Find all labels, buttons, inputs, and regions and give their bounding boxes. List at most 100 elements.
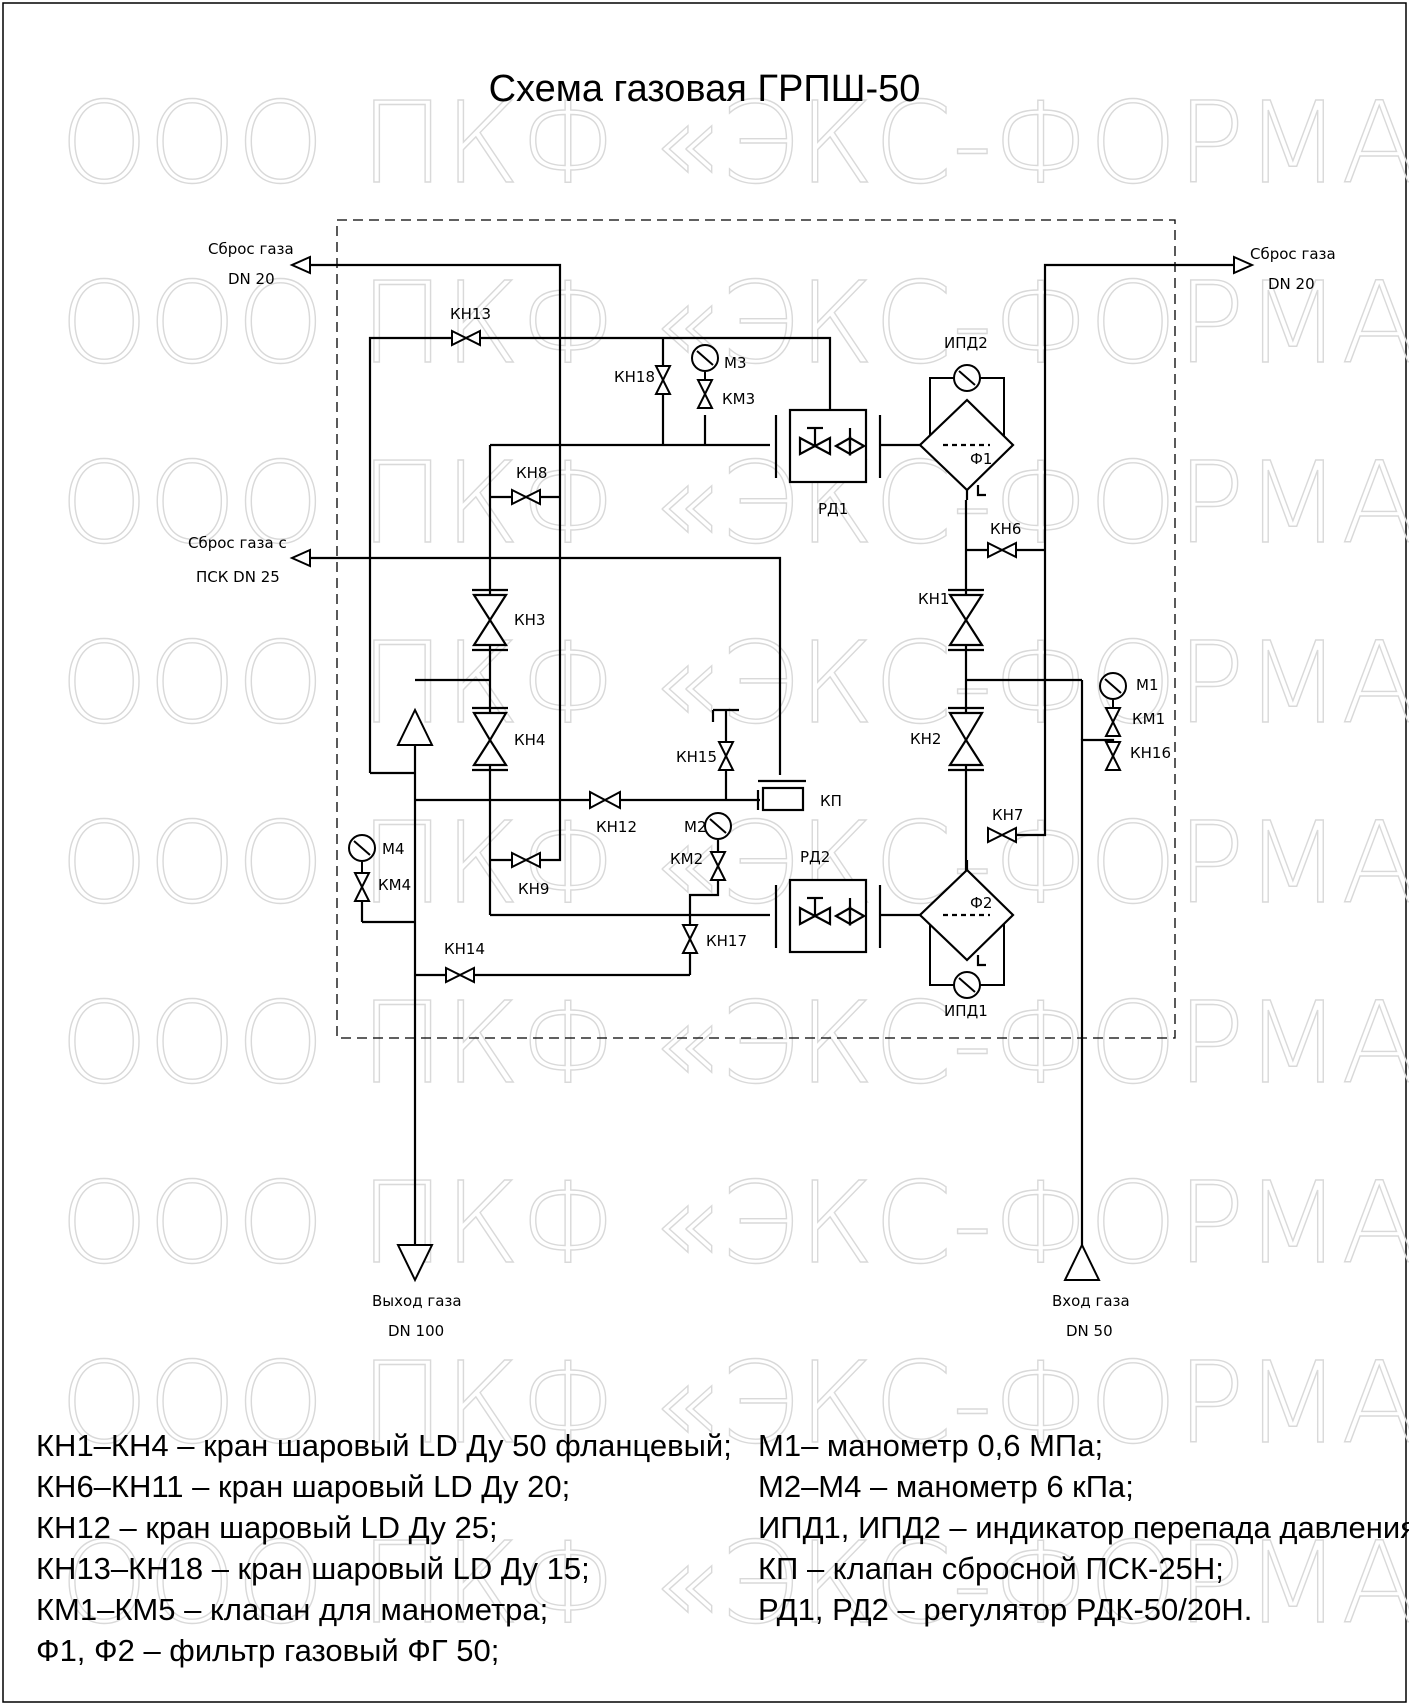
- legend-item: М2–М4 – манометр 6 кПа;: [758, 1469, 1134, 1504]
- kn15-valve: [717, 741, 735, 771]
- watermark-text: ООО ПКФ «ЭКС-ФОРМА»: [60, 619, 1409, 749]
- vent-psk-label-1: Сброс газа с: [188, 534, 287, 552]
- legend-item: Ф1, Ф2 – фильтр газовый ФГ 50;: [36, 1633, 500, 1668]
- watermark-text: ООО ПКФ «ЭКС-ФОРМА»: [60, 79, 1409, 209]
- psk-vent-line: [310, 556, 782, 775]
- vent-arrow-left-psk: [289, 548, 311, 568]
- vent-arrow-left-top: [289, 255, 311, 275]
- watermark-text: ООО ПКФ «ЭКС-ФОРМА»: [60, 1159, 1409, 1289]
- kn14-valve: [445, 966, 475, 984]
- legend-item: КН1–КН4 – кран шаровый LD Ду 50 фланцевы…: [36, 1428, 732, 1463]
- legend-item: КН13–КН18 – кран шаровый LD Ду 15;: [36, 1551, 590, 1586]
- kn12-label: КН12: [596, 818, 637, 836]
- regulators: [774, 408, 882, 954]
- outlet-upper-arrow: [396, 707, 434, 746]
- inlet-arrow: [1063, 1242, 1101, 1281]
- kn17-label: КН17: [706, 932, 747, 950]
- f2-filter: [918, 868, 1015, 962]
- kn14-label: КН14: [444, 940, 485, 958]
- watermark-text: ООО ПКФ «ЭКС-ФОРМА»: [60, 1519, 1409, 1649]
- watermark-text: ООО ПКФ «ЭКС-ФОРМА»: [60, 799, 1409, 929]
- diagram-labels: Сброс газа DN 20 Сброс газа DN 20 Сброс …: [188, 240, 1336, 1340]
- large-valves: [471, 588, 985, 772]
- m2-label: М2: [684, 818, 707, 836]
- kn3-label: КН3: [514, 611, 545, 629]
- ipd1-label: ИПД1: [944, 1002, 988, 1020]
- kn13-line: [368, 336, 832, 773]
- kn6-valve: [987, 541, 1017, 559]
- kn4-label: КН4: [514, 731, 545, 749]
- kn2-label: КН2: [910, 730, 941, 748]
- legend-item: ИПД1, ИПД2 – индикатор перепада давления…: [758, 1510, 1409, 1545]
- page-title: Схема газовая ГРПШ-50: [488, 68, 921, 110]
- legend: КН1–КН4 – кран шаровый LD Ду 50 фланцевы…: [36, 1425, 1409, 1685]
- f2-label: Ф2: [970, 894, 992, 912]
- kn13-label: КН13: [450, 305, 491, 323]
- inlet-label-1: Вход газа: [1052, 1292, 1130, 1310]
- kn16-valve: [1104, 741, 1122, 771]
- ipd2-label: ИПД2: [944, 334, 988, 352]
- kn3-valve: [471, 588, 509, 652]
- kn7-valve: [987, 826, 1017, 844]
- small-valves: [353, 329, 1122, 984]
- filters: [918, 398, 1015, 967]
- kn7-label: КН7: [992, 806, 1023, 824]
- kp-label: КП: [820, 792, 842, 810]
- m1-label: М1: [1136, 676, 1159, 694]
- legend-right-column: М1– манометр 0,6 МПа; М2–М4 – манометр 6…: [758, 1425, 1409, 1630]
- km1-label: КМ1: [1132, 710, 1165, 728]
- gauges: [348, 344, 1127, 999]
- kn9-valve: [511, 851, 541, 869]
- kn9-label: КН9: [518, 880, 549, 898]
- legend-item: РД1, РД2 – регулятор РДК-50/20Н.: [758, 1592, 1253, 1627]
- vent-psk-label-2: ПСК DN 25: [196, 568, 280, 586]
- kn6-label: КН6: [990, 520, 1021, 538]
- km4-label: КМ4: [378, 876, 411, 894]
- km2-label: КМ2: [670, 850, 703, 868]
- vent-top-left-label-2: DN 20: [228, 270, 275, 288]
- vent-top-left-label-1: Сброс газа: [208, 240, 294, 258]
- m4-label: М4: [382, 840, 405, 858]
- vent-top-right-label-1: Сброс газа: [1250, 245, 1336, 263]
- vent-arrow-right-top: [1233, 255, 1255, 275]
- legend-item: КП – клапан сбросной ПСК-25Н;: [758, 1551, 1224, 1586]
- kn18-valve: [654, 365, 672, 395]
- cabinet-boundary: [336, 219, 1176, 1039]
- legend-item: М1– манометр 0,6 МПа;: [758, 1428, 1104, 1463]
- legend-left-column: КН1–КН4 – кран шаровый LD Ду 50 фланцевы…: [36, 1425, 732, 1671]
- rd1-label: РД1: [818, 500, 848, 518]
- kn4-valve: [471, 706, 509, 772]
- kn17-valve: [681, 924, 699, 954]
- km3-label: КМ3: [722, 390, 755, 408]
- legend-item: КМ1–КМ5 – клапан для манометра;: [36, 1592, 549, 1627]
- kn8-label: КН8: [516, 464, 547, 482]
- f1-label: Ф1: [970, 450, 992, 468]
- m3-label: М3: [724, 354, 747, 372]
- vent-top-right-label-2: DN 20: [1268, 275, 1315, 293]
- kp-relief-valve: [711, 708, 806, 812]
- watermark-text: ООО ПКФ «ЭКС-ФОРМА»: [60, 1339, 1409, 1469]
- legend-item: КН6–КН11 – кран шаровый LD Ду 20;: [36, 1469, 571, 1504]
- kn1-label: КН1: [918, 590, 949, 608]
- vent-arrows: [289, 255, 1255, 1283]
- kn16-label: КН16: [1130, 744, 1171, 762]
- outlet-arrow: [396, 1244, 434, 1283]
- kn2-valve: [947, 706, 985, 772]
- watermark-text: ООО ПКФ «ЭКС-ФОРМА»: [60, 979, 1409, 1109]
- outlet-label-1: Выход газа: [372, 1292, 462, 1310]
- outlet-label-2: DN 100: [388, 1322, 444, 1340]
- kn13-valve: [451, 329, 481, 347]
- pipelines: [310, 263, 1234, 1250]
- km3-valve: [696, 379, 714, 409]
- watermark-layer: ООО ПКФ «ЭКС-ФОРМА» ООО ПКФ «ЭКС-ФОРМА» …: [59, 78, 1409, 1649]
- kn8-valve: [511, 488, 541, 506]
- legend-item: КН12 – кран шаровый LD Ду 25;: [36, 1510, 498, 1545]
- watermark-text: ООО ПКФ «ЭКС-ФОРМА»: [60, 259, 1409, 389]
- rd2-label: РД2: [800, 848, 830, 866]
- kn12-valve: [589, 790, 621, 810]
- kn18-label: КН18: [614, 368, 655, 386]
- kn15-label: КН15: [676, 748, 717, 766]
- kn1-valve: [947, 588, 985, 652]
